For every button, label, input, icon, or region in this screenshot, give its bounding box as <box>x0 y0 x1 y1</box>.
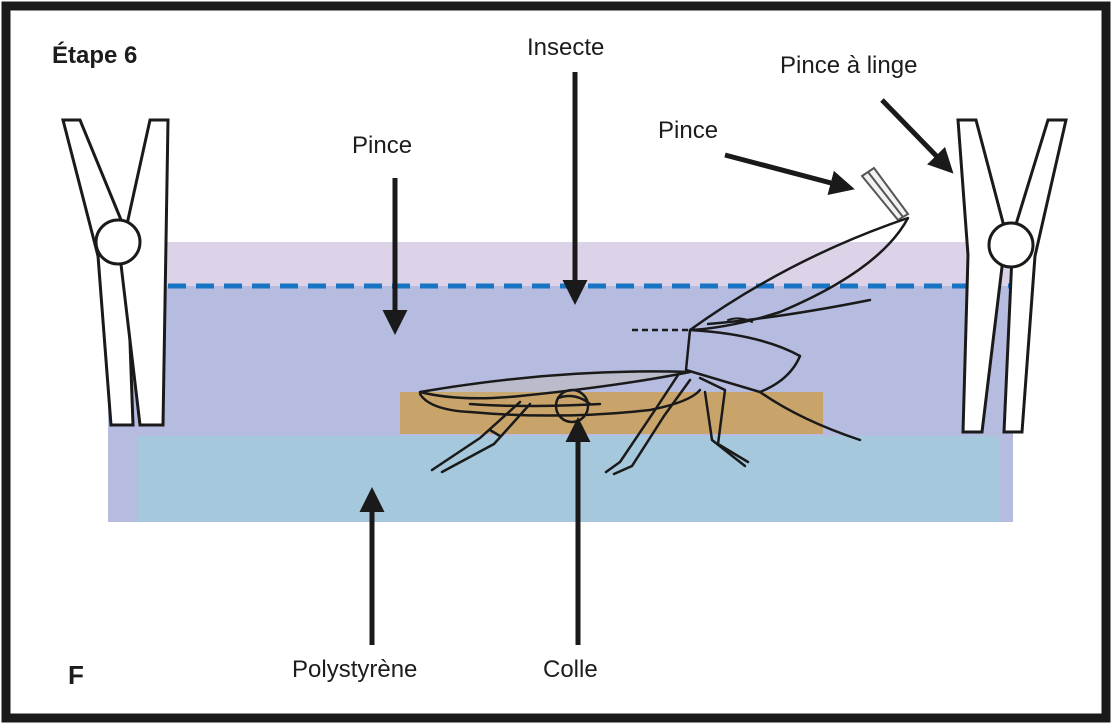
label-glue: Colle <box>543 656 598 684</box>
step-title: Étape 6 <box>52 42 137 70</box>
label-polystyrene: Polystyrène <box>292 656 417 684</box>
label-clothespin: Pince à linge <box>780 52 917 80</box>
panel-letter: F <box>68 660 84 691</box>
polystyrene-block <box>138 436 1000 522</box>
liquid-upper-zone <box>108 242 1013 288</box>
label-forceps-left: Pince <box>352 132 412 160</box>
label-insect: Insecte <box>527 34 604 62</box>
label-forceps-right: Pince <box>658 117 718 145</box>
